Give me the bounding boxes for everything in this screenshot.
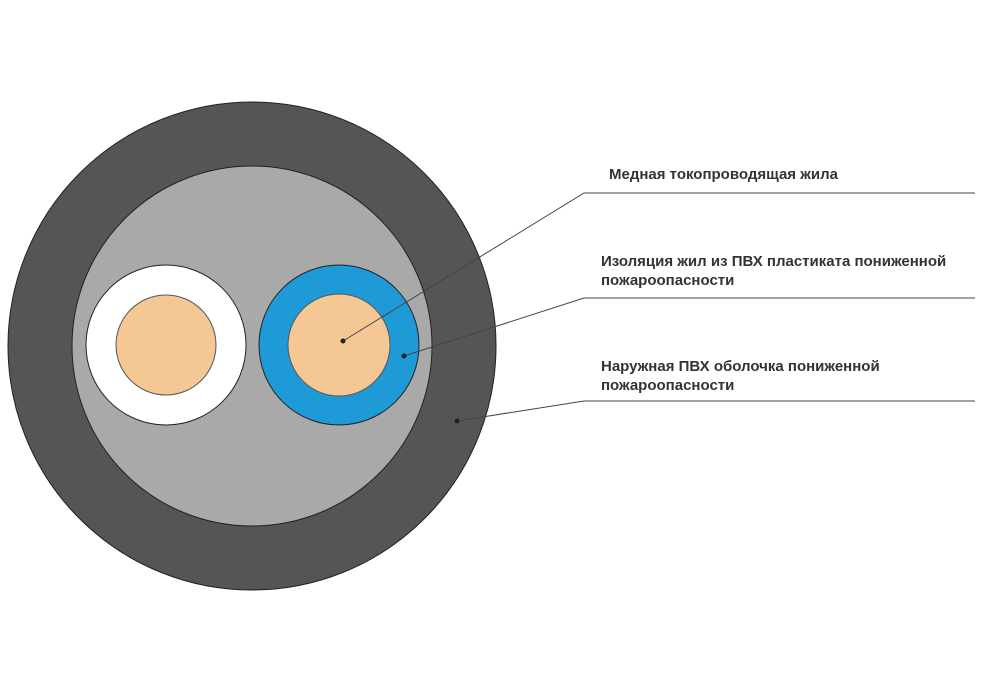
label-copper-conductor-text: Медная токопроводящая жила <box>609 166 838 183</box>
label-core-insulation-line1: Изоляция жил из ПВХ пластиката пониженно… <box>601 253 947 270</box>
label-outer-sheath-line2: пожароопасности <box>601 377 735 394</box>
leader-insulation <box>401 297 975 359</box>
filler <box>71 165 433 527</box>
copper-conductor-right <box>287 293 391 397</box>
label-outer-sheath: Наружная ПВХ оболочка пониженной пожароо… <box>601 357 880 395</box>
label-copper-conductor: Медная токопроводящая жила <box>609 165 838 184</box>
label-outer-sheath-line1: Наружная ПВХ оболочка пониженной <box>601 358 880 375</box>
label-core-insulation-line2: пожароопасности <box>601 272 735 289</box>
label-core-insulation: Изоляция жил из ПВХ пластиката пониженно… <box>601 252 946 290</box>
leader-conductor <box>340 192 975 344</box>
leader-sheath <box>454 400 975 424</box>
copper-conductor-left <box>115 294 217 396</box>
